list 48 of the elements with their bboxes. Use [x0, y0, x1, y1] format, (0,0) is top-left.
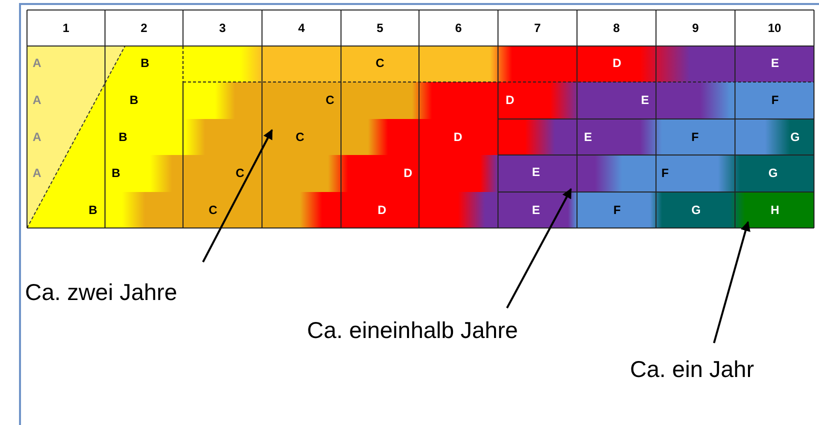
- column-header: 3: [219, 22, 226, 34]
- column-header: 2: [140, 22, 148, 34]
- grid-letter: C: [296, 131, 304, 143]
- grid-letter: B: [112, 167, 120, 179]
- grid-letter: B: [130, 94, 138, 106]
- grid-letter: C: [208, 204, 218, 216]
- grid-letter: F: [691, 131, 699, 143]
- column-header: 5: [376, 22, 384, 34]
- callout-text: Ca. ein Jahr: [630, 357, 754, 382]
- column-header: 6: [455, 22, 462, 34]
- grid-letter: A: [32, 57, 42, 69]
- grid-letter: B: [118, 131, 128, 143]
- column-header: 8: [613, 22, 620, 34]
- grid-letter: E: [584, 131, 592, 143]
- grid-letter: F: [661, 167, 669, 179]
- grid-letter: D: [454, 131, 462, 143]
- grid-letter: G: [691, 204, 701, 216]
- grid-letter: A: [32, 167, 42, 179]
- leader-arrow: [506, 188, 572, 308]
- grid-letter: D: [404, 167, 412, 179]
- grid-letter: B: [88, 204, 98, 216]
- grid-letter: F: [771, 94, 779, 106]
- grid-letter: E: [641, 94, 649, 106]
- column-header: 1: [62, 22, 70, 34]
- grid-letter: E: [532, 166, 540, 178]
- leader-arrow: [202, 129, 273, 262]
- grid-letter: G: [768, 167, 778, 179]
- grid-letter: D: [378, 204, 386, 216]
- grid-letter: C: [236, 167, 244, 179]
- grid-letter: C: [376, 57, 384, 69]
- callout-text: Ca. zwei Jahre: [25, 280, 178, 306]
- column-header: 10: [768, 22, 782, 34]
- grid-letter: E: [532, 204, 540, 216]
- grid-letter: F: [613, 204, 621, 216]
- grid-letter: E: [771, 57, 779, 69]
- grid-letter: C: [326, 94, 334, 106]
- leader-arrow: [713, 221, 750, 344]
- column-header: 4: [298, 22, 305, 34]
- callout-text: Ca. eineinhalb Jahre: [307, 318, 518, 344]
- grid-letter: D: [506, 94, 514, 106]
- grid-letter: A: [32, 94, 42, 106]
- grid-letter: A: [32, 131, 42, 143]
- column-header: 7: [534, 22, 541, 34]
- grid-letter: H: [770, 204, 780, 216]
- grid-letter: D: [612, 57, 622, 69]
- grid-letter: G: [790, 131, 800, 143]
- grid-letter: B: [140, 57, 150, 69]
- column-header: 9: [692, 22, 699, 34]
